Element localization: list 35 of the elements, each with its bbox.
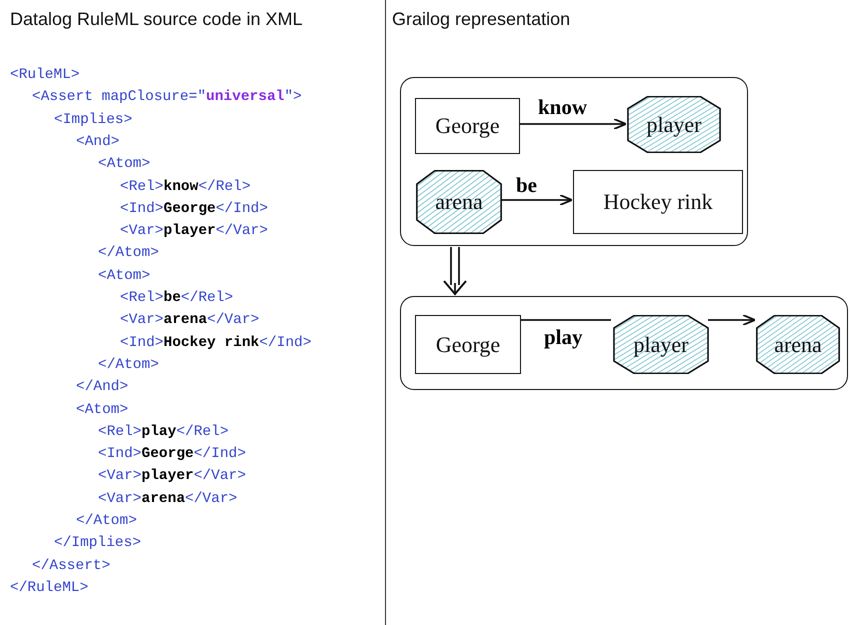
code-line: <Atom> — [98, 266, 150, 285]
edge-label: play — [542, 326, 585, 348]
column-heading: Datalog RuleML source code in XML — [10, 8, 304, 30]
code-line: <Var>player</Var> — [120, 222, 268, 240]
code-line: <Rel>know</Rel> — [120, 178, 251, 196]
code-line: </Implies> — [54, 534, 142, 552]
code-line: <And> — [76, 132, 120, 151]
code-line: <Var>arena</Var> — [120, 311, 260, 330]
code-line: <Ind>Hockey rink</Ind> — [120, 334, 312, 352]
implication-arrow — [443, 246, 467, 296]
code-line: <Rel>play</Rel> — [98, 422, 229, 441]
code-line: </Atom> — [98, 356, 159, 374]
code-line: <Var>arena</Var> — [98, 490, 238, 508]
column-heading: Grailog representation — [392, 8, 572, 30]
arrow — [501, 194, 573, 206]
code-line: </Assert> — [32, 556, 110, 575]
arrow — [519, 118, 627, 130]
code-line: <Assert mapClosure="universal"> — [32, 88, 302, 106]
code-line: </And> — [76, 378, 128, 396]
code-line: <Atom> — [76, 400, 128, 418]
code-line: </RuleML> — [10, 578, 88, 597]
individual-box: George — [415, 315, 521, 374]
code-line: </Atom> — [76, 512, 137, 530]
arrow — [708, 314, 756, 326]
connector-line — [520, 319, 611, 321]
code-line: <Var>player</Var> — [98, 467, 246, 486]
individual-box: Hockey rink — [573, 170, 743, 234]
code-line: </Atom> — [98, 244, 159, 262]
code-line: <Implies> — [54, 110, 132, 129]
code-line: <Ind>George</Ind> — [120, 200, 268, 218]
code-line: <Ind>George</Ind> — [98, 445, 246, 464]
individual-box: George — [415, 98, 520, 154]
code-line: <RuleML> — [10, 66, 80, 84]
code-line: <Rel>be</Rel> — [120, 289, 234, 307]
code-line: <Atom> — [98, 155, 150, 174]
